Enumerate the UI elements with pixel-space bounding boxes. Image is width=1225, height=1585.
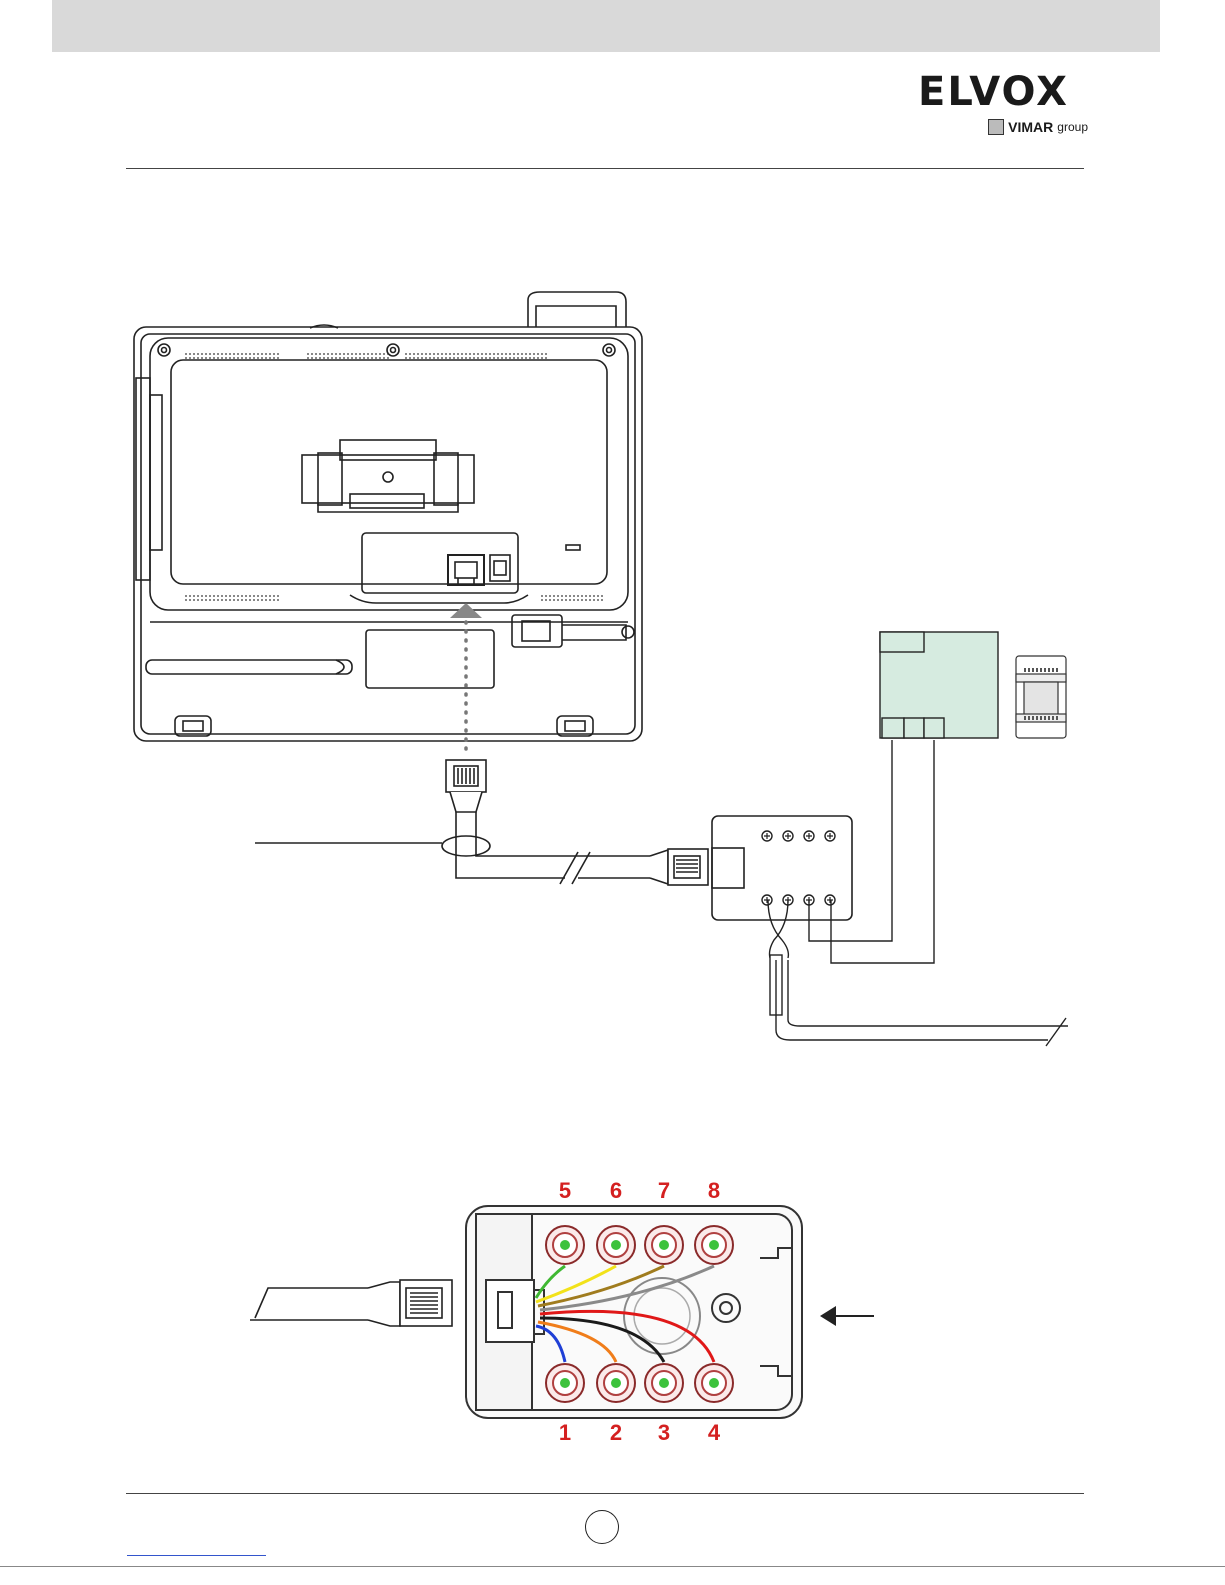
- svg-text:1: 1: [559, 1420, 571, 1445]
- din-rail-device-icon: [1016, 656, 1066, 738]
- page-number: [585, 1510, 619, 1544]
- power-supply-module: [880, 632, 998, 738]
- svg-text:7: 7: [658, 1178, 670, 1203]
- rj-plug-vertical: [446, 760, 486, 812]
- svg-text:8: 8: [708, 1178, 720, 1203]
- monitor-back: [134, 292, 642, 741]
- svg-text:4: 4: [708, 1420, 721, 1445]
- svg-text:2: 2: [610, 1420, 622, 1445]
- cable-to-junction: [255, 812, 650, 884]
- terminal-block-closeup: 5 1 6 2 7 3 8 4: [250, 1178, 802, 1445]
- svg-text:3: 3: [658, 1420, 670, 1445]
- insertion-arrow-icon: [820, 1306, 874, 1326]
- rj-plug-horizontal: [650, 849, 708, 885]
- footer-rule: [126, 1493, 1084, 1494]
- svg-text:5: 5: [559, 1178, 571, 1203]
- page-edge-rule: [0, 1566, 1225, 1567]
- footer-link[interactable]: [127, 1555, 266, 1556]
- svg-text:6: 6: [610, 1178, 622, 1203]
